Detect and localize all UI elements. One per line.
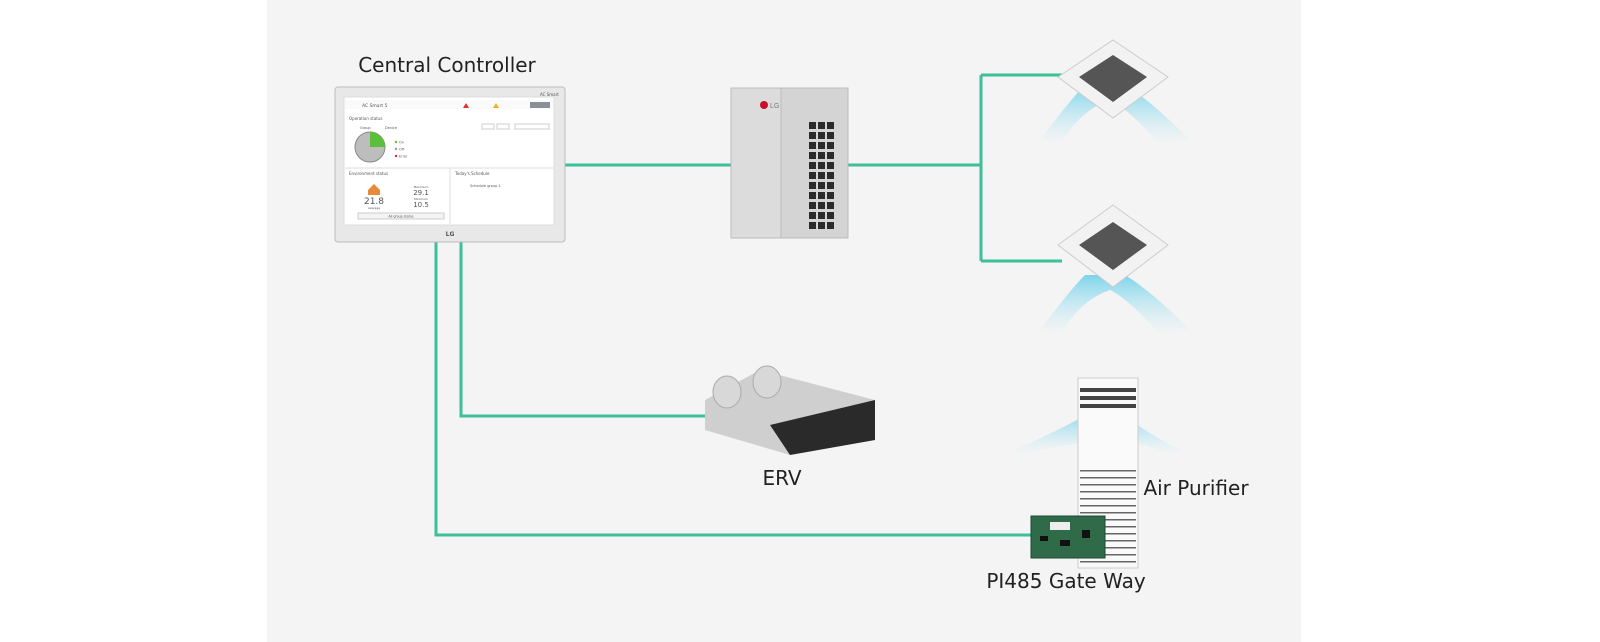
all-group-status-button[interactable] — [357, 212, 445, 220]
grille-cell — [827, 172, 834, 179]
operation-status-title: Operation status — [349, 116, 382, 121]
grille-cell — [827, 142, 834, 149]
all-group-status-label: All group status — [388, 215, 413, 219]
grille-cell — [818, 192, 825, 199]
grille-cell — [809, 142, 816, 149]
label-erv: ERV — [762, 466, 802, 490]
label-central-controller: Central Controller — [358, 53, 536, 77]
grille-cell — [827, 152, 834, 159]
tab-device[interactable]: Device — [385, 126, 397, 130]
cassette-indoor-unit-2 — [1040, 204, 1190, 335]
grille-cell — [809, 152, 816, 159]
grille-cell — [809, 122, 816, 129]
grille-cell — [809, 132, 816, 139]
grille-cell — [827, 222, 834, 229]
slat — [1080, 491, 1136, 493]
tab-group[interactable]: Group — [360, 126, 371, 130]
grille-cell — [827, 122, 834, 129]
screen-site-name: AC Smart 5 — [362, 103, 388, 109]
line-controller-gateway — [434, 242, 1032, 537]
erv-unit — [705, 365, 875, 455]
slat — [1080, 533, 1136, 535]
grille-cell — [809, 162, 816, 169]
pi485-gateway-board — [1030, 515, 1106, 559]
slat — [1080, 561, 1136, 563]
slat — [1080, 519, 1136, 521]
grille-cell — [818, 222, 825, 229]
slat — [1080, 547, 1136, 549]
grille-cell — [818, 132, 825, 139]
grille-cell — [818, 182, 825, 189]
schedule-item: Schedule group 1 — [470, 184, 501, 188]
slat — [1080, 470, 1136, 472]
min-label: Minimum — [414, 197, 428, 201]
grille-cell — [827, 192, 834, 199]
slat — [1080, 498, 1136, 500]
outdoor-unit: LG — [730, 87, 849, 239]
grille-cell — [827, 162, 834, 169]
environment-status-title: Environment status — [349, 171, 388, 176]
grille-cell — [827, 182, 834, 189]
label-pi485-gateway: PI485 Gate Way — [986, 569, 1146, 593]
grille-cell — [809, 222, 816, 229]
grille-cell — [809, 192, 816, 199]
home-icon — [368, 184, 380, 195]
lg-logo: LG — [446, 231, 455, 238]
average-value: 21.8 — [364, 197, 384, 207]
alert-warning-icon — [493, 103, 499, 108]
airflow — [1040, 85, 1190, 145]
slat — [1080, 526, 1136, 528]
grille-cell — [818, 202, 825, 209]
slat — [1080, 505, 1136, 507]
cassette-indoor-unit-1 — [1040, 39, 1190, 145]
schedule-title: Today's Schedule — [454, 171, 490, 176]
line-controller-erv — [459, 242, 710, 418]
average-label: Average — [368, 206, 380, 210]
odu-logo-text: LG — [770, 103, 779, 110]
grille-cell — [818, 172, 825, 179]
grille-cell — [827, 202, 834, 209]
slat — [1080, 477, 1136, 479]
max-value: 29.1 — [413, 189, 429, 197]
lg-logo — [760, 101, 768, 109]
grille-cell — [818, 152, 825, 159]
alert-error-icon — [463, 103, 469, 108]
screen-top-button[interactable] — [530, 102, 550, 108]
slat — [1080, 540, 1136, 542]
airflow — [1040, 275, 1190, 335]
slat — [1080, 554, 1136, 556]
legend-off: Off — [399, 148, 405, 152]
slat — [1080, 484, 1136, 486]
connection-lines — [434, 73, 1062, 537]
grille-cell — [827, 212, 834, 219]
grille-cell — [818, 142, 825, 149]
grille-cell — [818, 212, 825, 219]
slat — [1080, 512, 1136, 514]
grille-cell — [809, 182, 816, 189]
max-label: Maximum — [414, 185, 429, 189]
grille-cell — [809, 212, 816, 219]
legend-error: Error — [399, 155, 408, 159]
min-value: 10.5 — [413, 201, 429, 209]
legend-on: On — [399, 141, 404, 145]
grille-cell — [827, 132, 834, 139]
grille-cell — [818, 122, 825, 129]
grille-cell — [818, 162, 825, 169]
grille-cell — [809, 202, 816, 209]
label-air-purifier: Air Purifier — [1143, 476, 1249, 500]
grille-cell — [809, 172, 816, 179]
screen-brand: AC Smart — [540, 92, 559, 97]
air-purifier-unit — [1015, 377, 1180, 569]
central-controller: AC Smart AC Smart 5 Operation status Gro… — [334, 86, 566, 243]
